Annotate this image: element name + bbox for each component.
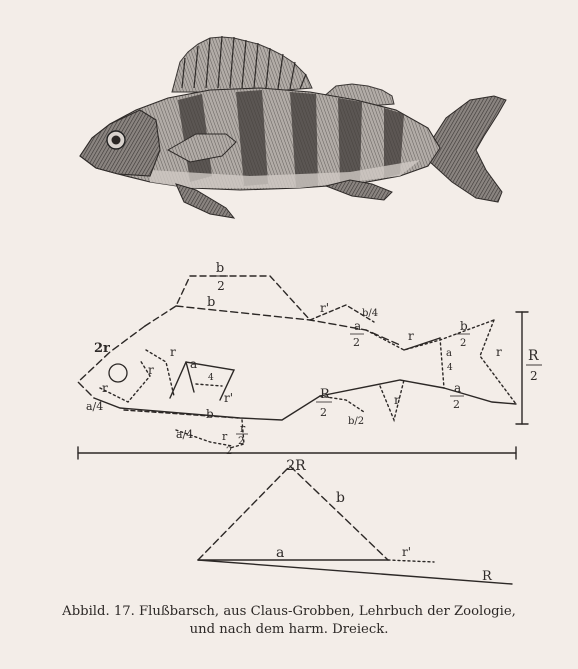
lbl-r-mid: r [408, 329, 414, 343]
lbl-r-eye: r [148, 363, 154, 377]
caption-line-2: und nach dem harm. Dreieck. [0, 621, 578, 639]
lbl-tri-a: a [276, 545, 284, 561]
caption-line-1: Abbild. 17. Flußbarsch, aus Claus-Grobbe… [0, 603, 578, 621]
lbl-a-head: a [190, 357, 197, 371]
lbl-a-half: a [354, 319, 361, 333]
lbl-R-side-den: 2 [530, 369, 538, 383]
lbl-a-quarter-left: a/4 [86, 400, 103, 413]
lbl-r-tail: r [496, 345, 502, 359]
lbl-a-quarter-tail: a [446, 348, 452, 359]
lbl-a-quarter-low: a/4 [176, 428, 193, 441]
lbl-b-top: b [207, 295, 215, 310]
lbl-tri-R: R [482, 569, 493, 584]
lbl-r-gill: r' [224, 391, 233, 405]
eye-circle [109, 364, 127, 382]
lbl-a-half-den: 2 [353, 336, 360, 349]
lbl-a-half-tail-den: 2 [453, 398, 460, 411]
harmonic-triangle-R-line [198, 560, 512, 584]
lbl-r-low: r [222, 430, 228, 443]
lbl-tri-r: r' [402, 545, 411, 559]
lbl-a-head-den: 4 [208, 373, 214, 383]
lbl-R-side: R [528, 348, 539, 364]
lbl-b-half-tail-den: 2 [460, 338, 466, 349]
lbl-b-half-top-den: 2 [217, 279, 225, 293]
lbl-r-half-num: r [240, 422, 246, 435]
lbl-R-mid: R [320, 387, 331, 402]
lbl-b-belly: b [206, 407, 214, 421]
proportion-diagram: b 2 b 2r r a 4 r r' r a/4 b a/4 r r 2 2 … [0, 0, 578, 600]
lbl-2r: 2r [94, 341, 110, 356]
lbl-tri-b: b [336, 490, 345, 506]
lbl-b-half-top: b [216, 261, 224, 276]
lbl-r-anal: r [394, 393, 400, 407]
lbl-r-head-small: r [170, 345, 176, 359]
harmonic-triangle-right [290, 466, 388, 560]
lbl-r-dorsal: r' [320, 301, 329, 315]
lbl-a-half-tail: a [454, 381, 461, 395]
lbl-r-half-den: 2 [238, 436, 244, 447]
lbl-b-half-tail: b [460, 319, 468, 333]
lbl-b-quarter: b/4 [362, 308, 378, 319]
lbl-two-low: 2 [226, 446, 232, 457]
dorsal-outline-dashed [145, 276, 310, 326]
lbl-r-snout: r [102, 381, 108, 395]
lbl-a-quarter-tail-den: 4 [447, 363, 453, 373]
lbl-R-mid-den: 2 [320, 406, 327, 419]
lbl-2R: 2R [286, 458, 306, 474]
figure-caption: Abbild. 17. Flußbarsch, aus Claus-Grobbe… [0, 603, 578, 639]
lbl-b-half-low: b/2 [348, 416, 364, 427]
